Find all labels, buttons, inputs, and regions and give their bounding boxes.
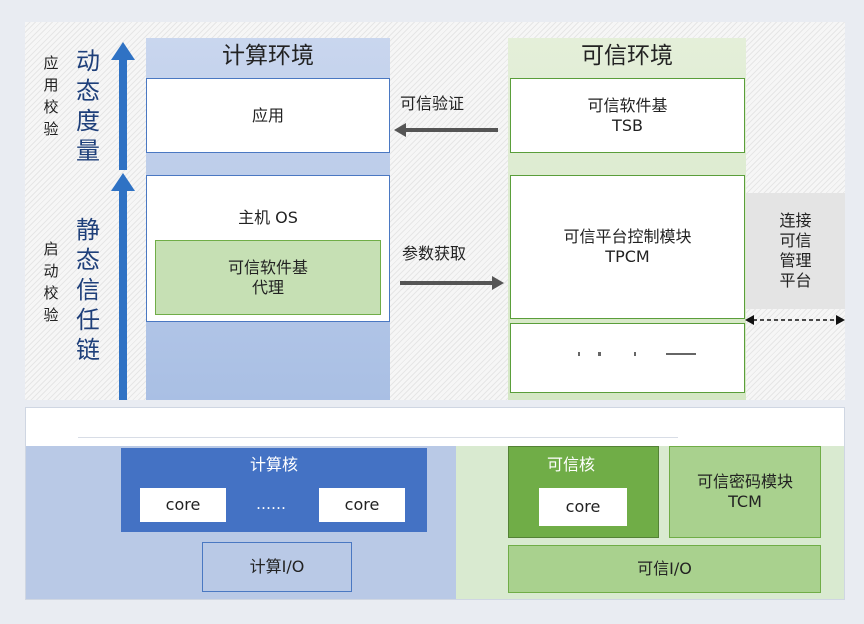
compute-env-title: 计算环境 — [222, 43, 314, 69]
trusted-env-title: 可信环境 — [581, 43, 673, 69]
right-arrow-icon — [400, 276, 504, 290]
core-ellipsis: …… — [256, 495, 286, 513]
up-arrow-icon — [111, 42, 135, 170]
up-arrow-icon — [111, 173, 135, 400]
static-chain-label: 静态信任链 — [76, 216, 100, 364]
app-verify-label: 应用校验 — [43, 54, 59, 138]
host-os-label: 主机 OS — [238, 208, 298, 227]
dashed-double-arrow-icon — [745, 315, 845, 325]
left-arrow-icon — [394, 123, 498, 137]
faint-marks — [578, 352, 698, 356]
compute-core-title: 计算核 — [249, 455, 298, 474]
trusted-verify-label: 可信验证 — [400, 94, 465, 113]
tpcm-lower-box — [510, 323, 745, 393]
trusted-agent-box: 可信软件基 代理 — [155, 240, 381, 315]
tsb-box: 可信软件基 TSB — [510, 78, 745, 153]
trusted-core-title: 可信核 — [546, 455, 595, 474]
divider-line — [78, 437, 678, 438]
compute-io-box: 计算I/O — [202, 542, 352, 592]
boot-verify-label: 启动校验 — [43, 240, 59, 324]
core-box: core — [319, 488, 405, 522]
dynamic-measure-label: 动态度量 — [76, 47, 100, 165]
app-box: 应用 — [146, 78, 390, 153]
core-box: core — [539, 488, 627, 526]
tcm-box: 可信密码模块 TCM — [669, 446, 821, 538]
mgmt-platform-box: 连接 可信 管理 平台 — [746, 193, 845, 309]
trusted-io-box: 可信I/O — [508, 545, 821, 593]
core-box: core — [140, 488, 226, 522]
tpcm-box: 可信平台控制模块 TPCM — [510, 175, 745, 319]
param-fetch-label: 参数获取 — [402, 244, 467, 263]
